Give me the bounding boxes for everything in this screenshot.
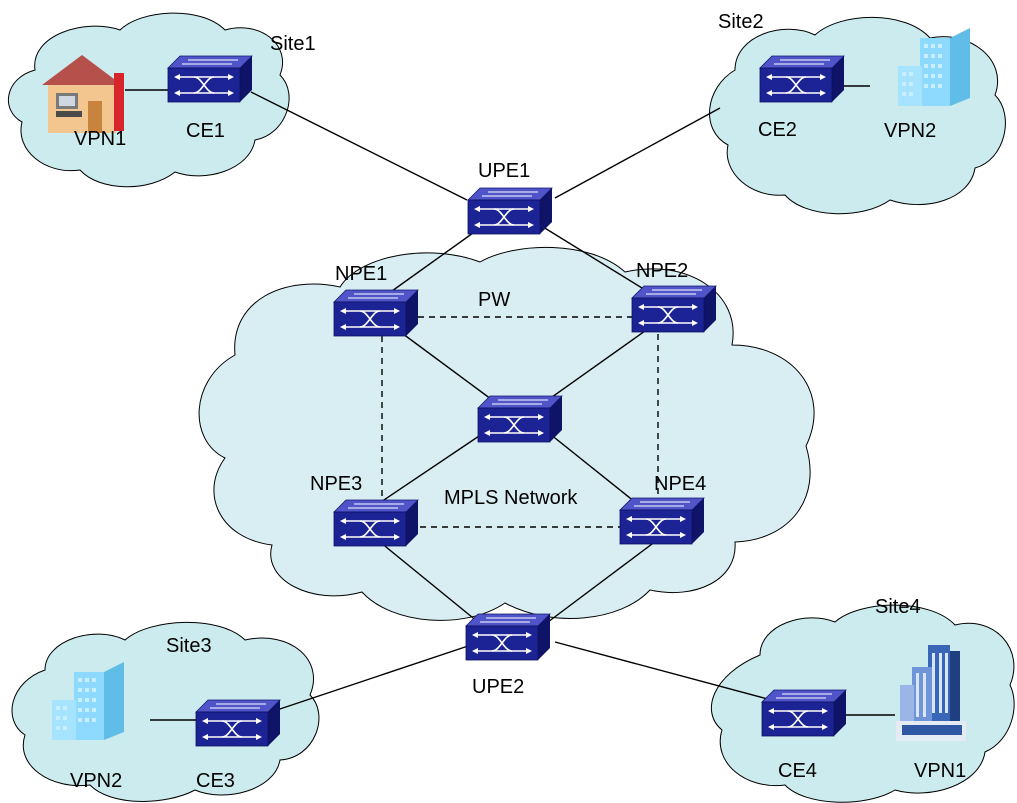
- label-site2: Site2: [718, 11, 764, 33]
- label-site3-vpn: VPN2: [70, 770, 122, 792]
- label-site4: Site4: [875, 596, 921, 618]
- pseudowires: [381, 316, 659, 528]
- label-site2-vpn: VPN2: [884, 120, 936, 142]
- link-upe2-ce4: [554, 641, 791, 706]
- link-core-npe3: [371, 429, 489, 509]
- links: [125, 85, 895, 721]
- label-ce2: CE2: [758, 119, 797, 141]
- site3-cloud: [11, 621, 320, 802]
- link-ce2-upe1: [554, 107, 721, 199]
- npe3-switch-icon[interactable]: [333, 499, 419, 547]
- npe4-switch-icon[interactable]: [619, 497, 705, 545]
- label-npe1: NPE1: [335, 263, 387, 285]
- core-switch-icon[interactable]: [477, 395, 563, 443]
- label-site4-vpn: VPN1: [914, 760, 966, 782]
- label-npe2: NPE2: [636, 260, 688, 282]
- label-upe1: UPE1: [478, 160, 530, 182]
- label-npe4: NPE4: [654, 473, 706, 495]
- upe2-switch-icon[interactable]: [465, 613, 551, 661]
- label-ce3: CE3: [196, 770, 235, 792]
- label-site3: Site3: [166, 635, 212, 657]
- link-upe1-npe2: [534, 221, 656, 297]
- ce3-switch-icon[interactable]: [195, 699, 281, 747]
- link-upe2-ce3: [261, 641, 481, 716]
- label-ce4: CE4: [778, 760, 817, 782]
- label-site1: Site1: [270, 33, 316, 55]
- ce1-switch-icon[interactable]: [167, 55, 253, 103]
- label-mpls: MPLS Network: [444, 487, 578, 509]
- link-npe1-core: [394, 327, 496, 403]
- link-npe2-core: [544, 325, 653, 403]
- label-npe3: NPE3: [310, 473, 362, 495]
- npe2-switch-icon[interactable]: [631, 285, 717, 333]
- link-npe3-upe2: [374, 537, 479, 623]
- label-site1-vpn: VPN1: [74, 128, 126, 150]
- label-pw: PW: [478, 289, 510, 311]
- link-upe1-npe1: [384, 227, 481, 297]
- ce2-switch-icon[interactable]: [759, 55, 845, 103]
- label-ce1: CE1: [186, 120, 225, 142]
- link-npe4-upe2: [547, 537, 661, 623]
- ce4-switch-icon[interactable]: [761, 689, 847, 737]
- link-ce1-upe1: [250, 91, 468, 201]
- label-upe2: UPE2: [472, 676, 524, 698]
- house-icon: [42, 55, 124, 133]
- upe1-switch-icon[interactable]: [467, 187, 553, 235]
- site4-cloud: [711, 604, 1015, 803]
- npe1-switch-icon[interactable]: [333, 289, 419, 337]
- link-core-npe4: [544, 429, 641, 507]
